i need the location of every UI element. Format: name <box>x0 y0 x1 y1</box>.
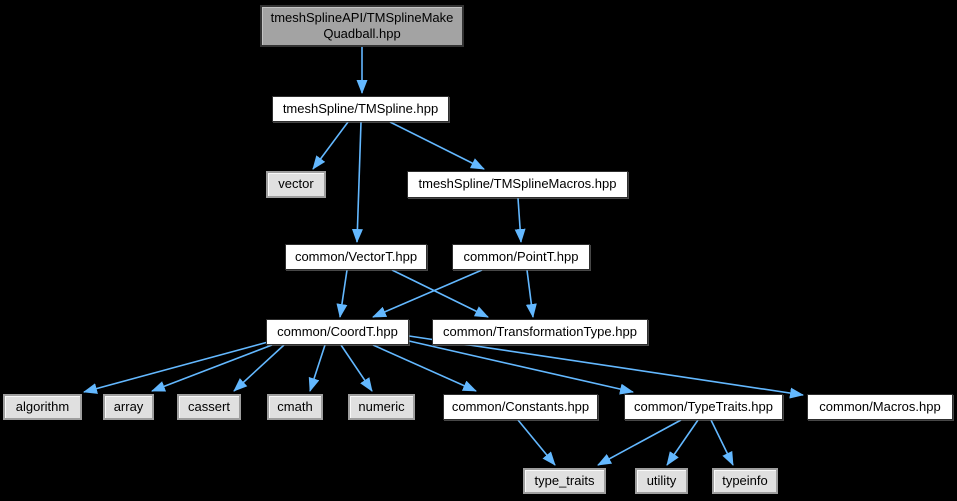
node-cmath: cmath <box>267 394 323 420</box>
edge-coordt-to-macros <box>408 335 804 399</box>
edge-pointt-to-coordt <box>372 269 483 318</box>
edge-typetraits-to-type-traits <box>597 419 682 466</box>
node-label: tmeshSplineAPI/TMSplineMake Quadball.hpp <box>270 9 454 41</box>
node-cassert: cassert <box>177 394 241 420</box>
node-label: common/PointT.hpp <box>463 248 579 264</box>
node-array: array <box>103 394 154 420</box>
node-label: numeric <box>358 398 405 414</box>
node-label: common/CoordT.hpp <box>277 323 398 339</box>
edge-tmspline-to-vector <box>312 121 349 170</box>
edge-tmspline-to-vectort <box>351 121 363 243</box>
node-vectort[interactable]: common/VectorT.hpp <box>285 244 427 270</box>
node-label: cmath <box>277 398 313 414</box>
node-vector: vector <box>266 171 326 198</box>
edge-constants-to-type-traits <box>517 419 556 466</box>
node-utility: utility <box>635 468 688 494</box>
edge-coordt-to-typetraits <box>408 340 634 395</box>
node-label: vector <box>278 176 314 192</box>
node-label: common/Macros.hpp <box>819 398 941 414</box>
node-label: array <box>113 398 144 414</box>
edge-tmspline-macros-to-pointt <box>514 197 526 243</box>
edge-coordt-to-cmath <box>308 344 326 392</box>
node-tmspline-make-quadball: tmeshSplineAPI/TMSplineMake Quadball.hpp <box>260 5 464 47</box>
edge-tmspline-to-tmspline-macros <box>389 121 485 170</box>
node-coordt[interactable]: common/CoordT.hpp <box>266 319 409 345</box>
node-pointt[interactable]: common/PointT.hpp <box>452 244 590 270</box>
edge-coordt-to-cassert <box>233 344 285 392</box>
edge-typetraits-to-typeinfo <box>710 419 734 466</box>
node-macros[interactable]: common/Macros.hpp <box>807 394 953 420</box>
node-numeric: numeric <box>348 394 415 420</box>
node-typetraits[interactable]: common/TypeTraits.hpp <box>624 394 783 420</box>
edge-vectort-to-transformation-type <box>391 269 489 318</box>
node-constants[interactable]: common/Constants.hpp <box>443 394 598 420</box>
node-label: common/TypeTraits.hpp <box>634 398 773 414</box>
node-label: utility <box>646 472 677 488</box>
node-tmspline[interactable]: tmeshSpline/TMSpline.hpp <box>272 96 449 122</box>
node-label: common/Constants.hpp <box>451 398 590 414</box>
node-tmspline-macros[interactable]: tmeshSpline/TMSplineMacros.hpp <box>407 171 628 198</box>
node-label: tmeshSpline/TMSplineMacros.hpp <box>418 176 617 192</box>
node-label: algorithm <box>15 398 70 414</box>
edge-coordt-to-array <box>151 344 273 392</box>
edge-coordt-to-numeric <box>340 344 373 392</box>
node-typeinfo: typeinfo <box>712 468 778 494</box>
node-type-traits: type_traits <box>523 468 606 494</box>
node-label: cassert <box>188 398 230 414</box>
node-label: typeinfo <box>722 472 768 488</box>
edge-coordt-to-constants <box>372 344 477 392</box>
edge-typetraits-to-utility <box>666 419 699 466</box>
edge-pointt-to-transformation-type <box>525 269 537 318</box>
node-label: tmeshSpline/TMSpline.hpp <box>282 100 439 116</box>
node-algorithm: algorithm <box>3 394 82 420</box>
node-label: type_traits <box>534 472 595 488</box>
edge-vectort-to-coordt <box>336 269 348 318</box>
node-label: common/VectorT.hpp <box>294 248 418 264</box>
edge-coordt-to-algorithm <box>83 341 269 394</box>
node-label: common/TransformationType.hpp <box>443 323 637 339</box>
node-transformation-type[interactable]: common/TransformationType.hpp <box>432 319 648 345</box>
